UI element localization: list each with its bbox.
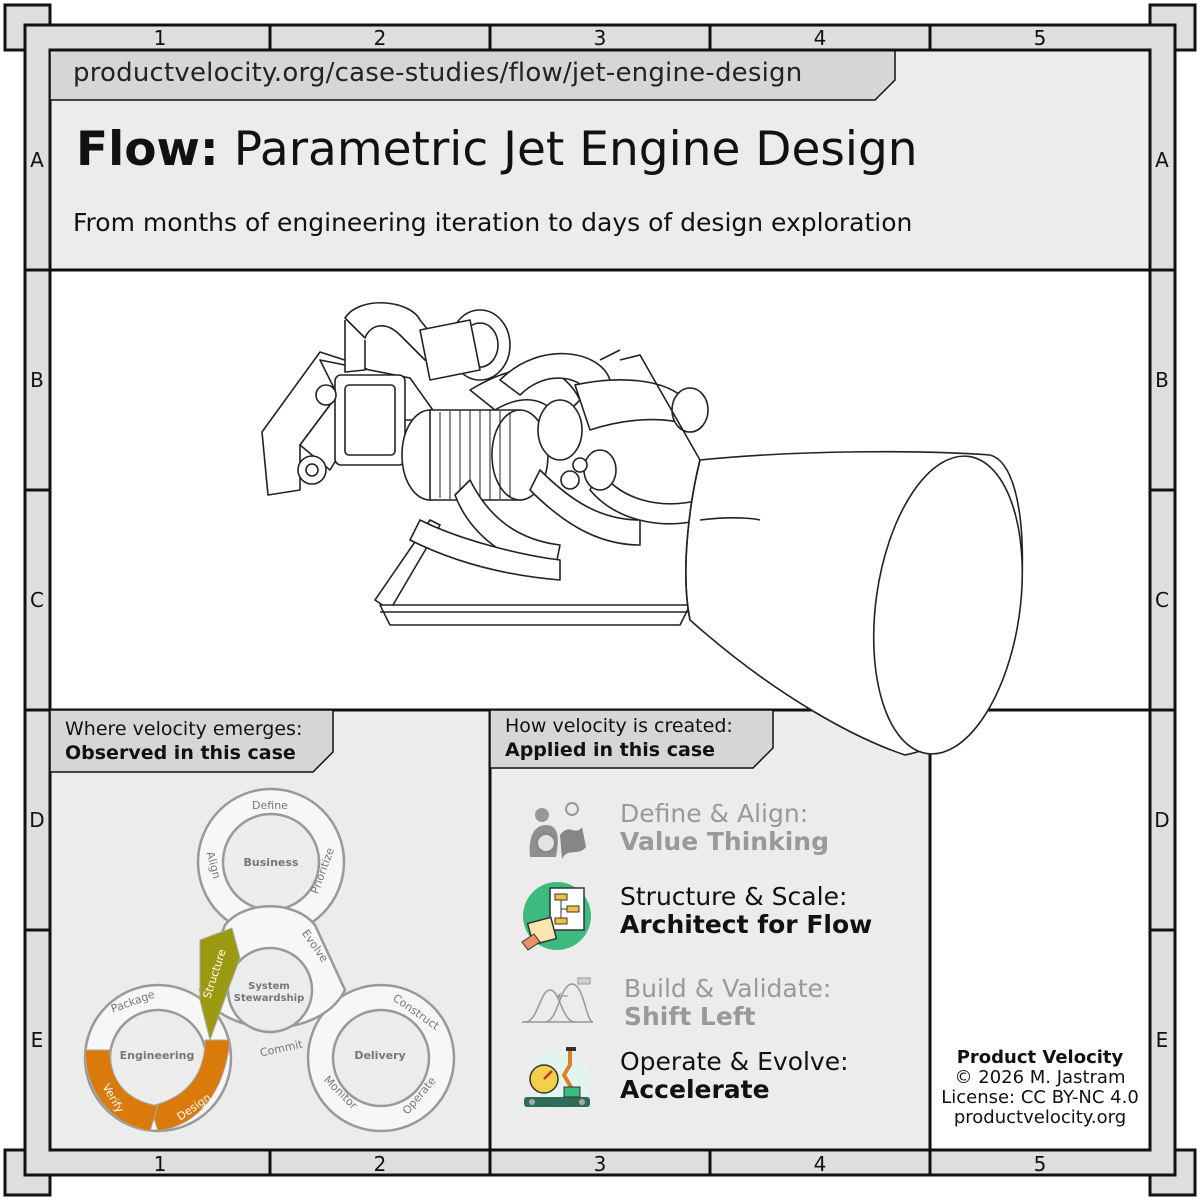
method-category: Build & Validate: xyxy=(624,974,832,1003)
hub-engineering: Engineering xyxy=(120,1049,195,1062)
page-title-bold: Flow: xyxy=(76,122,219,177)
accelerate-icon xyxy=(524,1047,590,1111)
col-label-3: 3 xyxy=(593,26,607,50)
col-label-4: 4 xyxy=(813,26,827,50)
col-label-2: 2 xyxy=(373,26,387,50)
row-label-c: C xyxy=(1155,588,1169,612)
applied-label-bold: Applied in this case xyxy=(505,739,716,761)
case-study-url[interactable]: productvelocity.org/case-studies/flow/je… xyxy=(73,58,803,88)
row-label-b: B xyxy=(30,368,44,392)
method-accelerate-text: Operate & Evolve: Accelerate xyxy=(620,1048,849,1104)
hub-system: System xyxy=(248,981,290,992)
velocity-cycle-diagram: Business System Stewardship Engineering … xyxy=(83,787,456,1133)
method-category: Define & Align: xyxy=(620,799,809,828)
credits-name: Product Velocity xyxy=(956,1047,1124,1068)
step-define: Define xyxy=(252,799,288,812)
hub-delivery: Delivery xyxy=(354,1049,405,1062)
observed-label-bold: Observed in this case xyxy=(65,742,296,764)
step-commit: Commit xyxy=(259,1038,305,1060)
applied-label: How velocity is created: xyxy=(505,715,733,737)
credits-copyright: © 2026 M. Jastram xyxy=(954,1067,1126,1088)
observed-tab-label: Where velocity emerges: Observed in this… xyxy=(65,717,302,765)
page-title-rest: Parametric Jet Engine Design xyxy=(233,122,918,177)
method-name: Shift Left xyxy=(624,1002,756,1031)
verify-segment xyxy=(84,1049,159,1132)
grid-ticks xyxy=(25,25,1175,1175)
hub-business: Business xyxy=(244,856,299,869)
value-thinking-icon xyxy=(529,802,586,859)
page-title: Flow: Parametric Jet Engine Design xyxy=(76,122,918,177)
corner-brackets xyxy=(3,3,1197,1197)
method-architect-for-flow[interactable]: Structure & Scale: Architect for Flow xyxy=(520,880,920,955)
method-value-thinking-text: Define & Align: Value Thinking xyxy=(620,800,829,856)
observed-label: Where velocity emerges: xyxy=(65,718,303,740)
row-label-e: E xyxy=(30,1028,44,1052)
method-shift-left[interactable]: Build & Validate: Shift Left xyxy=(520,972,920,1032)
page-subtitle: From months of engineering iteration to … xyxy=(73,208,913,237)
credits-panel xyxy=(928,708,1152,1152)
method-accelerate[interactable]: Operate & Evolve: Accelerate xyxy=(520,1045,920,1115)
credits-block: Product Velocity © 2026 M. Jastram Licen… xyxy=(935,1048,1145,1128)
col-label-2: 2 xyxy=(373,1152,387,1176)
col-label-5: 5 xyxy=(1033,26,1047,50)
architect-flow-icon xyxy=(521,882,591,951)
applied-tab-label: How velocity is created: Applied in this… xyxy=(505,714,733,762)
observed-tab xyxy=(49,709,334,773)
col-label-4: 4 xyxy=(813,1152,827,1176)
hub-stewardship: Stewardship xyxy=(234,993,305,1004)
shift-left-icon xyxy=(522,977,594,1023)
row-label-a: A xyxy=(30,148,44,172)
structure-segment xyxy=(199,927,241,1042)
row-label-d: D xyxy=(29,808,45,832)
method-category: Structure & Scale: xyxy=(620,882,848,911)
col-label-5: 5 xyxy=(1033,1152,1047,1176)
row-label-e: E xyxy=(1155,1028,1169,1052)
row-label-b: B xyxy=(1155,368,1169,392)
method-architect-text: Structure & Scale: Architect for Flow xyxy=(620,883,872,939)
credits-site[interactable]: productvelocity.org xyxy=(953,1107,1127,1128)
method-shift-left-text: Build & Validate: Shift Left xyxy=(624,975,831,1031)
col-label-3: 3 xyxy=(593,1152,607,1176)
method-category: Operate & Evolve: xyxy=(620,1047,849,1076)
col-label-1: 1 xyxy=(153,1152,167,1176)
method-value-thinking[interactable]: Define & Align: Value Thinking xyxy=(520,797,920,867)
method-name: Value Thinking xyxy=(620,827,829,856)
method-name: Accelerate xyxy=(620,1075,770,1104)
credits-license: License: CC BY-NC 4.0 xyxy=(941,1087,1139,1108)
jet-engine-illustration xyxy=(261,301,1024,756)
col-label-1: 1 xyxy=(153,26,167,50)
row-label-c: C xyxy=(30,588,44,612)
row-label-a: A xyxy=(1155,148,1169,172)
applied-tab xyxy=(489,709,774,769)
method-name: Architect for Flow xyxy=(620,910,873,939)
row-label-d: D xyxy=(1154,808,1170,832)
